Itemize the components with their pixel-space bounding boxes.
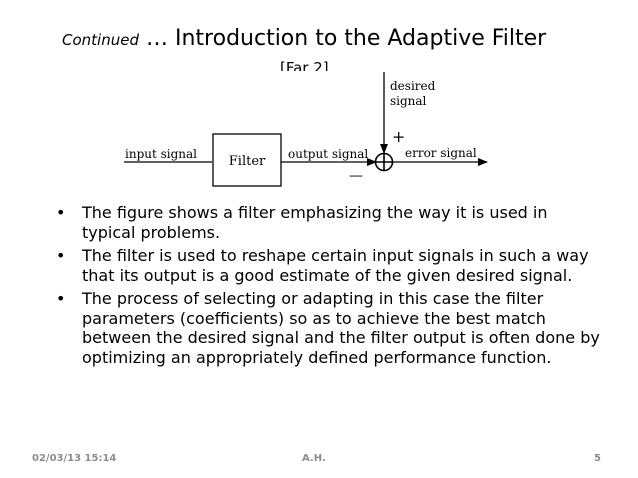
bullet-text: The filter is used to reshape certain in… (82, 246, 589, 285)
title-continued: Continued (62, 31, 139, 49)
bullet-item: • The figure shows a filter emphasizing … (56, 203, 604, 242)
bullet-item: • The filter is used to reshape certain … (56, 246, 604, 285)
bullet-dot: • (56, 289, 66, 308)
desired-label-line2: signal (390, 94, 427, 108)
bullet-item: • The process of selecting or adapting i… (56, 289, 604, 367)
adaptive-filter-diagram: input signal Filter output signal desire… (124, 72, 488, 187)
slide-title: Continued … Introduction to the Adaptive… (62, 26, 546, 51)
footer-page-number: 5 (594, 453, 601, 464)
bullet-dot: • (56, 203, 66, 222)
bullet-dot: • (56, 246, 66, 265)
bullet-text: The process of selecting or adapting in … (82, 289, 600, 367)
output-signal-label: output signal (288, 147, 368, 161)
filter-block-label: Filter (229, 154, 266, 169)
bullet-list: • The figure shows a filter emphasizing … (56, 203, 604, 371)
title-reference: [Far 2] (280, 59, 329, 71)
summing-junction-icon (374, 152, 394, 172)
footer-author: A.H. (302, 453, 326, 464)
desired-label-line1: desired (390, 79, 436, 93)
filter-block (212, 133, 282, 187)
input-signal-label: input signal (125, 147, 197, 161)
error-signal-label: error signal (405, 146, 477, 160)
plus-sign: + (392, 127, 405, 146)
title-separator: … (138, 26, 175, 51)
minus-sign: — (349, 168, 363, 184)
footer-date: 02/03/13 15:14 (32, 453, 117, 464)
title-main: Introduction to the Adaptive Filter (174, 26, 547, 51)
bullet-text: The figure shows a filter emphasizing th… (82, 203, 548, 242)
